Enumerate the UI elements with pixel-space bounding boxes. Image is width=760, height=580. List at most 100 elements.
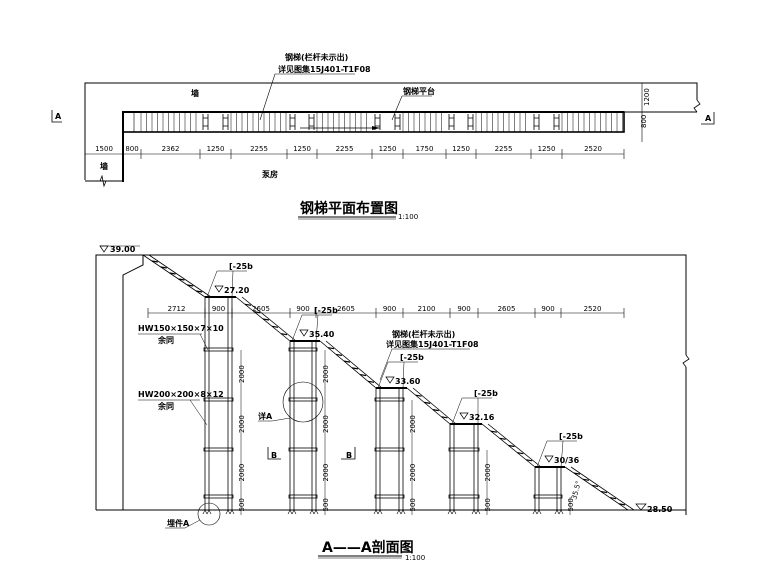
tread: [573, 472, 581, 475]
tread: [424, 401, 431, 404]
plan-dim-label: 2362: [162, 145, 180, 153]
h-frame-stroke: [467, 114, 474, 130]
vertical-dim-label: 2000: [238, 415, 246, 433]
h-frame-icon: [394, 114, 401, 130]
anchor-bolt: [447, 509, 453, 515]
tread: [244, 303, 252, 306]
plan-dim-label: 1750: [416, 145, 434, 153]
section-b-right: B: [346, 451, 352, 460]
cross-brace: [448, 494, 480, 499]
section-note-1: 钢梯(栏杆未示出): [392, 329, 455, 339]
anchor-bolt: [377, 509, 383, 515]
stringer: [319, 340, 377, 389]
tread: [499, 437, 506, 440]
h-frame-stroke: [374, 114, 381, 130]
stringer: [412, 387, 457, 425]
plan-dim-label: 1250: [293, 145, 311, 153]
cross-brace: [203, 447, 234, 452]
h-frame-icon: [308, 114, 315, 130]
vertical-dim-label: 2000: [409, 415, 417, 433]
beam-2-sub: 余同: [157, 401, 174, 411]
plan-dim-label: 1250: [207, 145, 225, 153]
elevation-label: 30/36: [554, 456, 580, 465]
tread: [359, 373, 367, 377]
section-dim-label: 900: [296, 305, 309, 313]
h-frame-stroke: [394, 114, 401, 130]
elevation-label: 27.20: [224, 286, 250, 295]
section-dim-label: 2712: [168, 305, 186, 313]
cross-brace: [448, 447, 480, 452]
section-b-left: B: [271, 451, 277, 460]
anchor-bolt: [451, 509, 457, 515]
tread: [327, 347, 335, 350]
wall-outline: [84, 82, 698, 180]
tread: [441, 416, 448, 419]
vertical-dim-label: 2000: [322, 415, 330, 433]
break-mark: [693, 99, 701, 113]
plan-scale: 1:100: [398, 213, 418, 221]
section-dim-label: 900: [457, 305, 470, 313]
support-columns: 2000200020005002000200020005002000200050…: [202, 297, 575, 515]
anchor-bolt: [396, 509, 402, 515]
h-frame-icon: [553, 114, 560, 130]
tread: [600, 490, 608, 494]
tread: [178, 278, 185, 281]
anchor-bolt: [229, 509, 235, 515]
channel-label: [-25b: [314, 306, 338, 315]
leader-line: [536, 440, 577, 468]
beam-1-sub: 余同: [157, 335, 174, 345]
steel-column: 2000 500: [447, 424, 492, 515]
tread: [280, 333, 288, 336]
channel-label: [-25b: [229, 262, 253, 271]
vertical-dim-label: 2000: [484, 464, 492, 482]
plan-dim-label: 1500: [95, 145, 113, 153]
leader-line: [377, 361, 418, 389]
stair-treads: [133, 112, 623, 132]
anchor-bolt: [202, 509, 208, 515]
stringer: [487, 423, 542, 468]
tread: [253, 311, 261, 314]
h-frame-icon: [448, 114, 455, 130]
detail-a-circle: [282, 381, 324, 423]
plan-dim-label: 1250: [538, 145, 556, 153]
elevation-marker: [214, 285, 224, 293]
stair-angle: 35.5°: [570, 480, 583, 501]
stringer: [241, 296, 297, 342]
section-view: 2000200020005002000200020005002000200050…: [95, 245, 690, 562]
tread: [618, 503, 626, 506]
cross-brace: [533, 494, 563, 499]
h-frame-stroke: [289, 114, 296, 130]
tread: [508, 444, 515, 448]
cross-brace: [203, 397, 234, 402]
vertical-dim-label: 2000: [322, 365, 330, 383]
h-frame-icon: [222, 114, 229, 130]
tread: [151, 260, 158, 263]
cross-brace: [203, 494, 234, 499]
tread: [262, 318, 270, 321]
tread: [609, 497, 617, 500]
section-dim-label: 900: [383, 305, 396, 313]
plan-dim-label: 1250: [379, 145, 397, 153]
anchor-bolt: [206, 509, 212, 515]
leader-line: [451, 397, 492, 425]
tread: [490, 430, 497, 433]
embed-a-label: 埋件A: [167, 518, 190, 528]
tread: [432, 409, 439, 412]
section-mark-right: A: [705, 114, 712, 123]
tread: [517, 452, 524, 455]
beam-2-label: HW200×200×8×12: [138, 390, 224, 399]
steel-column: 500: [532, 467, 575, 515]
vertical-dim-label: 500: [484, 498, 492, 511]
section-dim-label: 2605: [498, 305, 516, 313]
tread: [591, 484, 599, 488]
plan-dim-label: 2255: [250, 145, 268, 153]
channel-label: [-25b: [474, 389, 498, 398]
anchor-bolt: [309, 509, 315, 515]
section-note-2: 详见图集15J401-T1F08: [386, 339, 479, 349]
h-frame-stroke: [308, 114, 315, 130]
stringer: [564, 466, 629, 511]
tread: [335, 353, 343, 357]
